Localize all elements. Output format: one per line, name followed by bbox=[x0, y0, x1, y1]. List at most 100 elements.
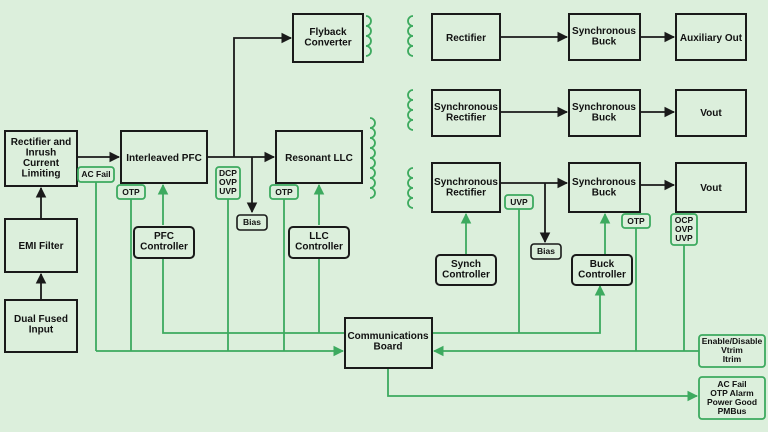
label-line: Enable/Disable bbox=[702, 336, 763, 346]
label-line: Auxiliary Out bbox=[680, 33, 743, 44]
otp-pfc-tag: OTP bbox=[116, 184, 146, 200]
power-wires bbox=[35, 31, 676, 300]
label-line: Rectifier bbox=[446, 113, 486, 124]
rectifier-block: Rectifier bbox=[431, 13, 501, 61]
label-line: Inrush bbox=[26, 148, 57, 159]
label-line: Controller bbox=[140, 242, 188, 253]
otp-llc-tag: OTP bbox=[269, 184, 299, 200]
emi-filter-label: EMI Filter bbox=[18, 241, 63, 252]
label-line: Vout bbox=[700, 108, 722, 119]
rectifier-label: Rectifier bbox=[446, 33, 486, 44]
label-line: EMI Filter bbox=[18, 241, 63, 252]
uvp-tag: UVP bbox=[504, 194, 534, 210]
label-line: AC Fail bbox=[81, 169, 110, 179]
label-line: Communications bbox=[347, 331, 429, 342]
auxiliary-out-label: Auxiliary Out bbox=[680, 33, 743, 44]
label-line: Rectifier bbox=[446, 33, 486, 44]
label-line: Buck bbox=[592, 113, 617, 124]
resonant-llc-block: Resonant LLC bbox=[275, 130, 363, 184]
label-line: Power Good bbox=[707, 397, 757, 407]
vout-3-label: Vout bbox=[700, 183, 722, 194]
label-line: Input bbox=[29, 325, 54, 336]
otp-buck-tag-label: OTP bbox=[627, 216, 645, 226]
vout-2-block: Vout bbox=[675, 89, 747, 137]
label-line: Vtrim bbox=[721, 345, 743, 355]
vout-3-block: Vout bbox=[675, 162, 747, 213]
otp-buck-tag: OTP bbox=[621, 213, 651, 229]
label-line: Board bbox=[374, 342, 403, 353]
label-line: Buck bbox=[592, 37, 617, 48]
label-line: OTP Alarm bbox=[710, 388, 754, 398]
label-line: OVP bbox=[675, 224, 693, 234]
label-line: Controller bbox=[578, 270, 626, 281]
label-line: DCP bbox=[219, 168, 237, 178]
ac-fail-tag: AC Fail bbox=[77, 166, 115, 183]
label-line: Itrim bbox=[723, 354, 742, 364]
label-line: Synchronous bbox=[572, 177, 636, 188]
otp-llc-tag-label: OTP bbox=[275, 187, 293, 197]
uvp-tag-label: UVP bbox=[510, 197, 528, 207]
bias-1-label: Bias bbox=[243, 217, 261, 227]
signal-wires bbox=[95, 182, 699, 402]
label-line: Interleaved PFC bbox=[126, 153, 202, 164]
bias-2-box: Bias bbox=[530, 243, 562, 260]
label-line: Synchronous bbox=[434, 102, 498, 113]
label-line: Flyback bbox=[309, 27, 347, 38]
label-line: Synch bbox=[451, 259, 481, 270]
label-line: Synchronous bbox=[572, 26, 636, 37]
otp-pfc-tag-label: OTP bbox=[122, 187, 140, 197]
label-line: UVP bbox=[675, 233, 693, 243]
label-line: UVP bbox=[510, 197, 528, 207]
bias-2-label: Bias bbox=[537, 246, 555, 256]
ac-fail-tag-label: AC Fail bbox=[81, 169, 110, 179]
label-line: OCP bbox=[675, 215, 694, 225]
label-line: Bias bbox=[243, 217, 261, 227]
label-line: Dual Fused bbox=[14, 314, 68, 325]
label-line: Buck bbox=[590, 259, 615, 270]
label-line: Synchronous bbox=[434, 177, 498, 188]
resonant-llc-label: Resonant LLC bbox=[285, 153, 353, 164]
transformer-coils bbox=[365, 15, 414, 209]
label-line: PMBus bbox=[718, 406, 747, 416]
label-line: Buck bbox=[592, 188, 617, 199]
label-line: Vout bbox=[700, 183, 722, 194]
label-line: AC Fail bbox=[717, 379, 746, 389]
label-line: Controller bbox=[295, 242, 343, 253]
auxiliary-out-block: Auxiliary Out bbox=[675, 13, 747, 61]
label-line: PFC bbox=[154, 231, 174, 242]
label-line: LLC bbox=[309, 231, 328, 242]
vout-2-label: Vout bbox=[700, 108, 722, 119]
bias-1-box: Bias bbox=[236, 214, 268, 231]
label-line: OTP bbox=[122, 187, 140, 197]
label-line: OTP bbox=[627, 216, 645, 226]
label-line: Current bbox=[23, 158, 60, 169]
